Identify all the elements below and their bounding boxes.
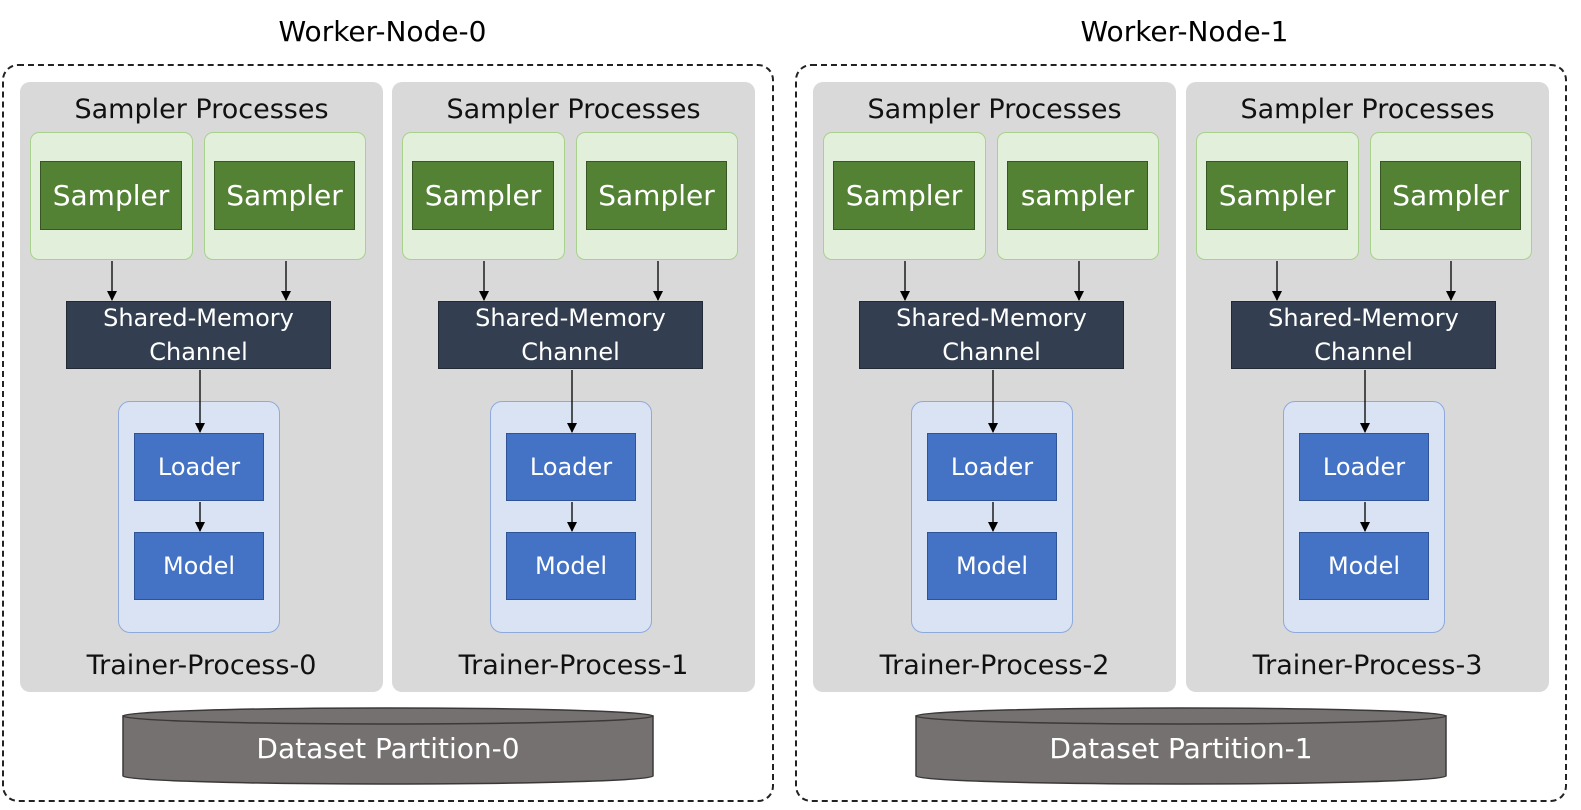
model-box: Model [134, 532, 264, 600]
dataset-partition-label: Dataset Partition-1 [1049, 732, 1313, 765]
model-box: Model [1299, 532, 1429, 600]
worker-node-box [795, 64, 1567, 802]
trainer-process-name: Trainer-Process-0 [86, 650, 317, 681]
trainer-process-name: Trainer-Process-1 [458, 650, 689, 681]
channel-label-line1: Shared-Memory [475, 304, 666, 332]
shared-memory-channel: Shared-Memory Channel [66, 301, 331, 369]
shared-memory-channel: Shared-Memory Channel [438, 301, 703, 369]
sampler-processes-label: Sampler Processes [74, 94, 329, 125]
channel-label-line1: Shared-Memory [103, 304, 294, 332]
sampler-box: Sampler [412, 161, 554, 230]
sampler-box: Sampler [833, 161, 975, 230]
channel-label-line2: Channel [521, 338, 620, 366]
trainer-process-name: Trainer-Process-2 [879, 650, 1110, 681]
loader-box: Loader [927, 433, 1057, 501]
channel-label-line2: Channel [1314, 338, 1413, 366]
dataset-partition-label: Dataset Partition-0 [256, 732, 520, 765]
loader-box: Loader [1299, 433, 1429, 501]
channel-label-line1: Shared-Memory [1268, 304, 1459, 332]
sampler-box: Sampler [40, 161, 182, 230]
model-box: Model [506, 532, 636, 600]
sampler-processes-label: Sampler Processes [446, 94, 701, 125]
worker-node-box [2, 64, 774, 802]
sampler-processes-label: Sampler Processes [867, 94, 1122, 125]
sampler-box: Sampler [1206, 161, 1348, 230]
shared-memory-channel: Shared-Memory Channel [1231, 301, 1496, 369]
trainer-process-name: Trainer-Process-3 [1252, 650, 1483, 681]
worker-node-title: Worker-Node-1 [1080, 15, 1289, 48]
channel-label-line2: Channel [942, 338, 1041, 366]
sampler-box: sampler [1007, 161, 1148, 230]
channel-label-line2: Channel [149, 338, 248, 366]
loader-box: Loader [134, 433, 264, 501]
sampler-box: Sampler [214, 161, 355, 230]
model-box: Model [927, 532, 1057, 600]
channel-label-line1: Shared-Memory [896, 304, 1087, 332]
sampler-processes-label: Sampler Processes [1240, 94, 1495, 125]
sampler-box: Sampler [1380, 161, 1521, 230]
sampler-box: Sampler [586, 161, 727, 230]
shared-memory-channel: Shared-Memory Channel [859, 301, 1124, 369]
worker-node-title: Worker-Node-0 [278, 15, 487, 48]
loader-box: Loader [506, 433, 636, 501]
